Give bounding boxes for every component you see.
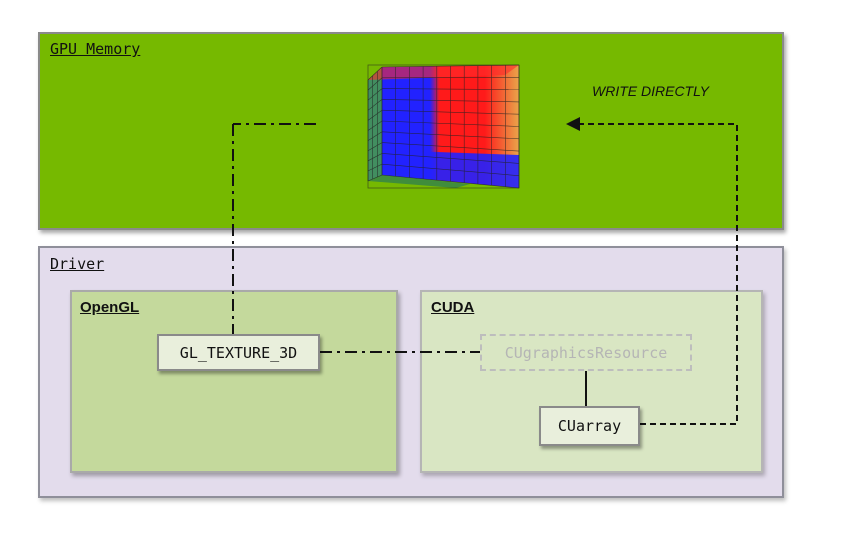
gl-to-volume-link [232,123,316,334]
volume-cube-icon [367,64,520,189]
gpu-memory-title: GPU Memory [50,40,141,58]
opengl-panel [70,290,398,473]
opengl-title: OpenGL [80,299,140,316]
write-directly-arrow [566,117,738,425]
write-directly-label: WRITE DIRECTLY [592,83,709,99]
driver-title: Driver [50,255,105,273]
gl-texture-3d-node: GL_TEXTURE_3D [157,334,320,371]
cuda-title: CUDA [431,299,475,316]
cugraphics-resource-node: CUgraphicsResource [480,334,692,371]
cuarray-node: CUarray [539,406,640,446]
